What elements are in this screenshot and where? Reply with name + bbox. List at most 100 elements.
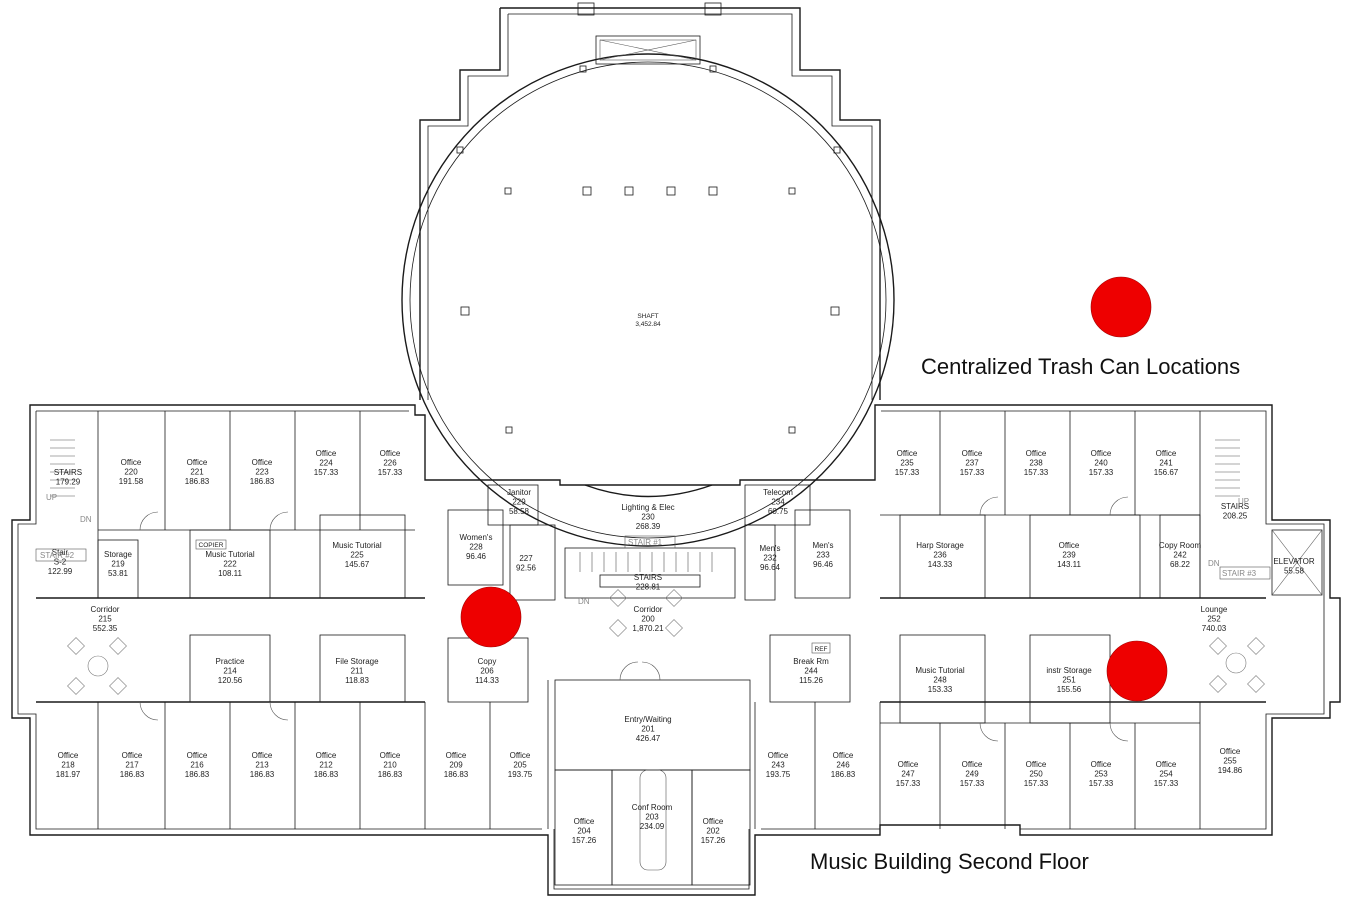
room-area: 157.33	[896, 779, 921, 788]
room-name: Office	[316, 751, 337, 760]
room-name: Office	[1091, 760, 1112, 769]
room-name: Office	[380, 751, 401, 760]
room-name: Office	[962, 449, 983, 458]
room-area: 157.33	[1089, 468, 1114, 477]
room-num: 232	[763, 554, 777, 563]
stair-2-tag: STAIR #2	[40, 551, 75, 560]
dn-note-center: DN	[578, 597, 590, 606]
room-area: 179.29	[56, 478, 81, 487]
room-name: Music Tutorial	[205, 550, 255, 559]
room-name: Office	[121, 458, 142, 467]
stair-tags: STAIR #2 STAIR #1 STAIR #3 UP DN UP DN D…	[35, 313, 1271, 654]
room-name: Office	[252, 751, 273, 760]
room-name: Office	[833, 751, 854, 760]
room-num: 223	[255, 468, 269, 477]
room-name: Lighting & Elec	[621, 503, 674, 512]
room-num: 246	[836, 761, 850, 770]
room-area: 157.33	[895, 468, 920, 477]
room-num: 239	[1062, 551, 1076, 560]
room-name: Janitor	[507, 488, 531, 497]
up-note-right: UP	[1238, 497, 1249, 506]
room-name: Copy Room	[1159, 541, 1202, 550]
room-name: Stair	[52, 548, 69, 557]
room-area: 193.75	[766, 770, 791, 779]
plan-title: Music Building Second Floor	[810, 849, 1089, 874]
room-name: Corridor	[91, 605, 120, 614]
trash-can-marker-east	[1106, 640, 1168, 702]
room-area: 157.33	[1024, 779, 1049, 788]
room-name: Office	[1026, 449, 1047, 458]
room-name: Office	[316, 449, 337, 458]
room-area: 92.56	[516, 564, 537, 573]
room-num: 217	[125, 761, 139, 770]
room-num: 227	[519, 554, 533, 563]
room-area: 552.35	[93, 624, 118, 633]
room-name: Office	[1059, 541, 1080, 550]
trash-markers	[460, 276, 1168, 702]
room-area: 208.25	[1223, 512, 1248, 521]
room-num: 234	[771, 498, 785, 507]
room-name: Lounge	[1201, 605, 1228, 614]
trash-can-legend-marker	[1090, 276, 1152, 338]
room-name: Office	[1091, 449, 1112, 458]
room-name: Office	[252, 458, 273, 467]
room-area: 157.33	[1154, 779, 1179, 788]
room-num: 240	[1094, 459, 1108, 468]
room-num: 254	[1159, 770, 1173, 779]
room-num: 238	[1029, 459, 1043, 468]
room-num: 218	[61, 761, 75, 770]
room-name: Office	[962, 760, 983, 769]
room-area: 96.64	[760, 563, 781, 572]
room-num: 224	[319, 459, 333, 468]
room-name: Office	[58, 751, 79, 760]
room-area: 157.26	[572, 836, 597, 845]
room-area: 186.83	[831, 770, 856, 779]
stair-1-tag: STAIR #1	[628, 538, 663, 547]
room-name: STAIRS	[634, 573, 662, 582]
room-area: 114.33	[475, 676, 499, 685]
room-name: Office	[703, 817, 724, 826]
room-num: S-2	[54, 558, 67, 567]
rotunda-structure	[401, 2, 895, 547]
room-num: 247	[901, 770, 915, 779]
room-num: 244	[804, 667, 818, 676]
room-area: 186.83	[185, 477, 210, 486]
room-name: instr Storage	[1046, 666, 1092, 675]
room-area: 60.75	[768, 507, 789, 516]
room-num: 221	[190, 468, 204, 477]
room-num: 243	[771, 761, 785, 770]
room-labels: STAIRS179.29Office220191.58Office221186.…	[48, 449, 1315, 845]
room-num: 225	[350, 551, 364, 560]
room-area: 157.33	[1024, 468, 1049, 477]
room-num: 230	[641, 513, 655, 522]
room-area: 194.86	[1218, 766, 1243, 775]
room-name: Women's	[460, 533, 493, 542]
room-num: 253	[1094, 770, 1108, 779]
room-num: 248	[933, 676, 947, 685]
room-num: 210	[383, 761, 397, 770]
room-area: 145.67	[345, 560, 370, 569]
room-area: 228.81	[636, 583, 661, 592]
room-name: File Storage	[335, 657, 379, 666]
room-area: 186.83	[185, 770, 210, 779]
room-name: Men's	[759, 544, 780, 553]
room-num: 226	[383, 459, 397, 468]
room-area: 181.97	[56, 770, 81, 779]
room-name: Office	[1220, 747, 1241, 756]
room-name: Corridor	[634, 605, 663, 614]
room-name: Office	[1026, 760, 1047, 769]
room-name: ELEVATOR	[1273, 557, 1315, 566]
room-name: Office	[897, 449, 918, 458]
room-area: 115.26	[799, 676, 823, 685]
room-area: 120.56	[218, 676, 243, 685]
room-name: Office	[446, 751, 467, 760]
room-name: Office	[510, 751, 531, 760]
room-name: Entry/Waiting	[624, 715, 671, 724]
room-num: 235	[900, 459, 914, 468]
room-name: Office	[187, 751, 208, 760]
room-name: Music Tutorial	[915, 666, 965, 675]
room-num: 206	[480, 667, 494, 676]
dn-note-right: DN	[1208, 559, 1220, 568]
room-area: 193.75	[508, 770, 533, 779]
